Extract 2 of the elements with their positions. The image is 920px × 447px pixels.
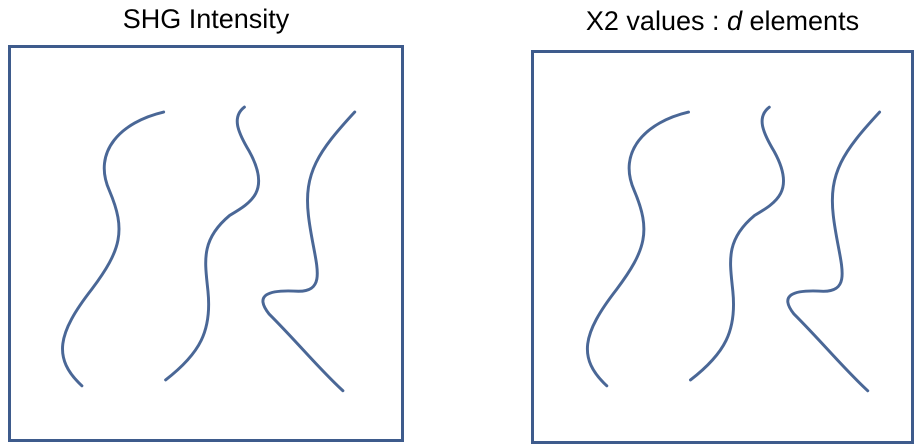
panel-title: SHG Intensity	[122, 4, 290, 35]
panel-title: X2 values : d elements	[584, 6, 860, 37]
